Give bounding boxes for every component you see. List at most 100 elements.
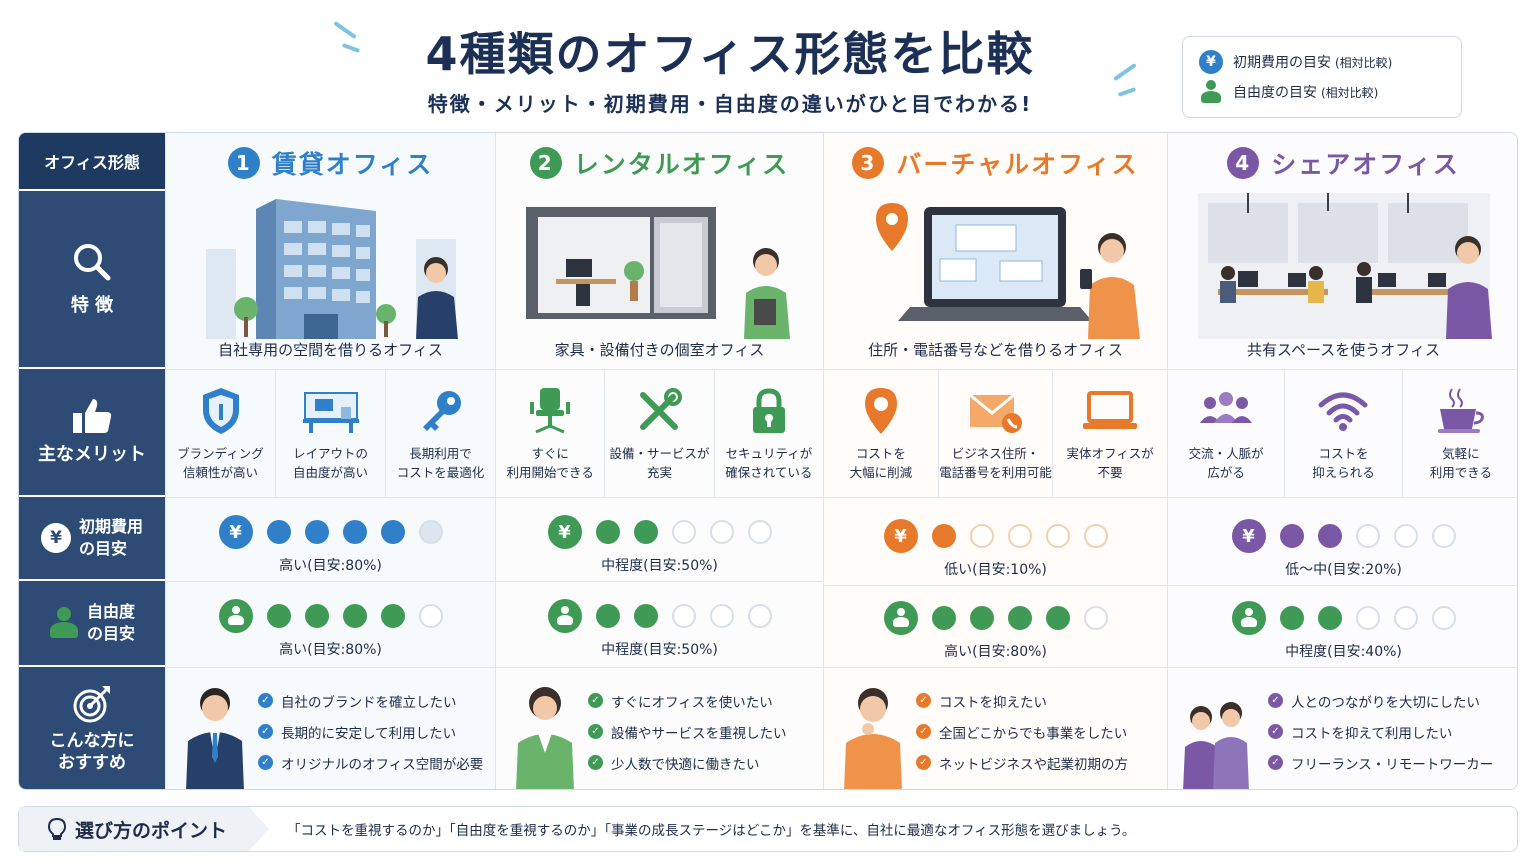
- recommend-item: ✓フリーランス・リモートワーカー: [1268, 747, 1493, 778]
- feature-description: 家具・設備付きの個室オフィス: [554, 341, 765, 359]
- recommend-item: ✓すぐにオフィスを使いたい: [588, 685, 787, 716]
- column-number-badge: 3: [852, 147, 885, 179]
- person-icon: [49, 607, 79, 639]
- merit-item: 設備・サービスが充実: [605, 369, 715, 497]
- office-chair-icon: [528, 383, 572, 439]
- rating-dot-empty: [1045, 524, 1070, 548]
- check-icon: ✓: [916, 724, 931, 739]
- freedom-rating-label: 中程度(目安:50%): [601, 642, 718, 658]
- merit-item: 長期利用でコストを最適化: [386, 369, 495, 497]
- rating-dot-filled: [266, 520, 291, 544]
- tip-text: 「コストを重視するのか」「自由度を重視するのか」「事業の成長ステージはどこか」を…: [287, 823, 1136, 839]
- comparison-table: オフィス形態 特 徴 主なメリット ¥ 初期費用 の目安: [18, 132, 1518, 790]
- recommend-item: ✓コストを抑えて利用したい: [1268, 716, 1493, 747]
- column-title: レンタルオフィス: [573, 150, 790, 179]
- person-icon: [218, 599, 253, 633]
- merit-item: すぐに利用開始できる: [496, 369, 606, 497]
- rating-dot-empty: [418, 604, 443, 628]
- rating-dot-filled: [595, 604, 620, 628]
- rating-dot-filled: [633, 520, 658, 544]
- page-subtitle: 特徴・メリット・初期費用・自由度の違いがひと目でわかる!: [427, 92, 1033, 116]
- merit-item: ビジネス住所・電話番号を利用可能: [939, 369, 1054, 497]
- merit-item: レイアウトの自由度が高い: [276, 369, 386, 497]
- person-icon: [1231, 601, 1266, 635]
- legend-freedom-label: 自由度の目安: [1233, 85, 1317, 101]
- thumbs-up-icon: [73, 399, 112, 434]
- feature-description: 自社専用の空間を借りるオフィス: [218, 341, 443, 359]
- cost-rating: ¥ 低い(目安:10%): [824, 519, 1167, 579]
- recommend-item: ✓全国どこからでも事業をしたい: [916, 716, 1128, 747]
- legend-cost: ¥ 初期費用の目安 (相対比較): [1199, 47, 1445, 77]
- rating-dot-filled: [342, 604, 367, 628]
- recommend-item: ✓オリジナルのオフィス空間が必要: [258, 747, 483, 778]
- rating-dot-filled: [380, 520, 405, 544]
- yen-icon: ¥: [883, 519, 918, 553]
- legend-cost-label: 初期費用の目安: [1233, 55, 1331, 71]
- coffee-cup-icon: [1436, 383, 1486, 439]
- feature-description: 住所・電話番号などを借りるオフィス: [868, 341, 1123, 359]
- column-shared-office: 4 シェアオフィス 共有スペースを使うオフィス 交流・人脈が広がる: [1167, 133, 1517, 789]
- rating-dot-filled: [633, 604, 658, 628]
- merit-item: ブランディング信頼性が高い: [166, 369, 276, 497]
- recommend-item: ✓自社のブランドを確立したい: [258, 685, 483, 716]
- check-icon: ✓: [1268, 755, 1283, 770]
- cost-rating-label: 低〜中(目安:20%): [1285, 562, 1402, 578]
- cost-rating: ¥ 高い(目安:80%): [166, 515, 495, 575]
- freedom-rating-label: 中程度(目安:40%): [1285, 644, 1402, 660]
- person-icon: [1199, 80, 1223, 104]
- rating-dot-empty: [1431, 524, 1456, 548]
- thinking-man-illustration: [844, 688, 902, 789]
- target-icon: [73, 685, 110, 723]
- row-header-office-type: オフィス形態: [19, 133, 165, 191]
- row-header-column: オフィス形態 特 徴 主なメリット ¥ 初期費用 の目安: [19, 133, 165, 789]
- recommend-section: ✓人とのつながりを大切にしたい ✓コストを抑えて利用したい ✓フリーランス・リモ…: [1168, 667, 1517, 789]
- check-icon: ✓: [916, 755, 931, 770]
- two-people-illustration: [1183, 702, 1249, 789]
- rating-dot-filled: [342, 520, 367, 544]
- row-header-features: 特 徴: [19, 191, 165, 369]
- row-header-recommend: こんな方に おすすめ: [19, 667, 165, 789]
- rating-dot-filled: [1045, 606, 1070, 630]
- freedom-rating: 中程度(目安:50%): [496, 599, 823, 659]
- rating-dot-filled: [1317, 524, 1342, 548]
- column-heading: 2 レンタルオフィス: [496, 145, 823, 181]
- legend-cost-note: (相対比較): [1335, 55, 1393, 70]
- rating-dot-filled: [1279, 606, 1304, 630]
- check-icon: ✓: [1268, 724, 1283, 739]
- legend-box: ¥ 初期費用の目安 (相対比較) 自由度の目安 (相対比較): [1182, 36, 1462, 118]
- recommend-section: ✓すぐにオフィスを使いたい ✓設備やサービスを重視したい ✓少人数で快適に働きた…: [496, 667, 823, 789]
- recommend-section: ✓自社のブランドを確立したい ✓長期的に安定して利用したい ✓オリジナルのオフィ…: [166, 667, 495, 789]
- rating-dot-empty: [1393, 524, 1418, 548]
- merit-item: 気軽に利用できる: [1403, 369, 1517, 497]
- shield-icon: [199, 383, 243, 439]
- person-icon: [883, 601, 918, 635]
- merits-list: ブランディング信頼性が高い レイアウトの自由度が高い 長期利用でコストを最適化: [166, 369, 495, 497]
- legend-freedom-note: (相対比較): [1321, 85, 1379, 100]
- recommend-item: ✓設備やサービスを重視したい: [588, 716, 787, 747]
- office-desk-icon: [301, 383, 361, 439]
- rating-dot-filled: [304, 604, 329, 628]
- yen-icon: ¥: [547, 515, 582, 549]
- rating-dot-filled: [595, 520, 620, 544]
- key-icon: [417, 383, 465, 439]
- rating-dot-filled: [266, 604, 291, 628]
- column-rental-office: 1 賃貸オフィス 自社専用の空間を借りるオフィス: [165, 133, 495, 789]
- cost-rating-label: 中程度(目安:50%): [601, 558, 718, 574]
- recommend-list: ✓コストを抑えたい ✓全国どこからでも事業をしたい ✓ネットビジネスや起業初期の…: [916, 685, 1128, 778]
- merit-item: コストを抑えられる: [1285, 369, 1403, 497]
- rating-dot-empty: [1083, 606, 1108, 630]
- column-title: 賃貸オフィス: [271, 150, 434, 179]
- tip-label: 選び方のポイント: [19, 807, 269, 851]
- column-virtual-office: 3 バーチャルオフィス 住所・電話番号などを借りるオフィス コストを大幅に削減: [823, 133, 1167, 789]
- cost-rating-label: 高い(目安:80%): [279, 558, 382, 574]
- rating-dot-empty: [418, 520, 443, 544]
- recommend-item: ✓コストを抑えたい: [916, 685, 1128, 716]
- rating-dot-empty: [747, 604, 772, 628]
- freedom-rating-label: 高い(目安:80%): [279, 642, 382, 658]
- column-title: シェアオフィス: [1271, 150, 1460, 179]
- column-number-badge: 1: [227, 147, 260, 179]
- column-number-badge: 4: [1227, 147, 1260, 179]
- rating-dot-filled: [931, 524, 956, 548]
- businessman-illustration: [186, 688, 244, 789]
- rating-dot-empty: [709, 604, 734, 628]
